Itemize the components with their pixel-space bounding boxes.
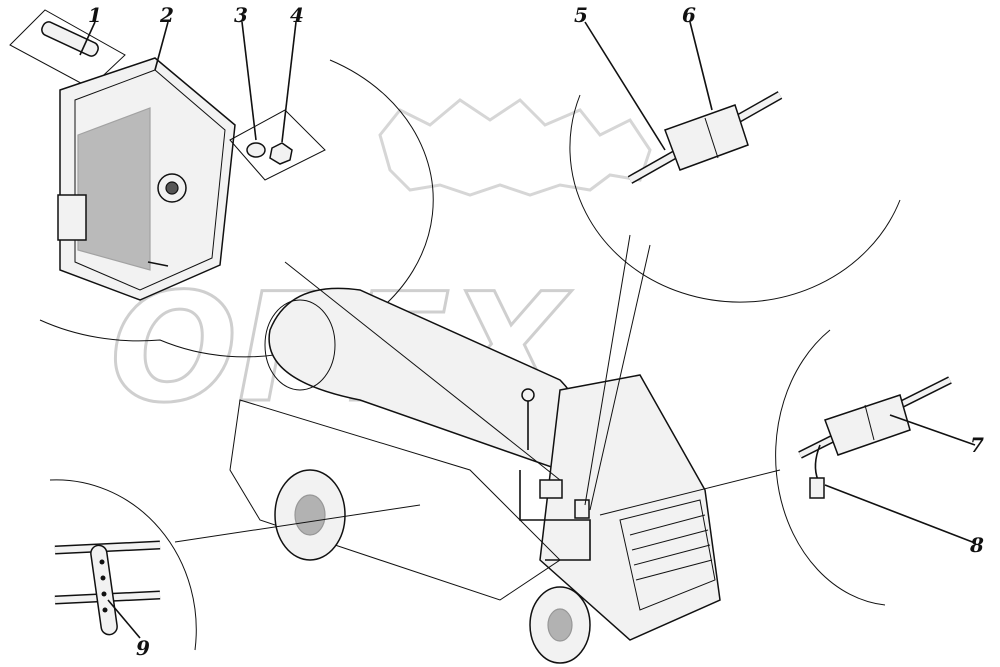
- callout-1: 1: [88, 3, 102, 27]
- callout-6: 6: [682, 3, 696, 27]
- detail-circle-bottom-left: [49, 479, 197, 651]
- callout-8: 8: [969, 533, 984, 557]
- detail-circle-top-right: [569, 94, 901, 303]
- truck-outline: [229, 287, 721, 664]
- callout-2: 2: [159, 3, 174, 27]
- connector-top-part: [627, 91, 783, 184]
- connector-right-part: [798, 376, 952, 499]
- cable-strap-part: [54, 540, 161, 636]
- callout-9: 9: [136, 636, 150, 660]
- callout-4: 4: [290, 3, 304, 27]
- leader-lines: [79, 21, 976, 639]
- callout-5: 5: [574, 3, 588, 27]
- detail-circle-right: [775, 329, 886, 606]
- callout-7: 7: [970, 433, 984, 457]
- callouts: 1 2 3 4 5 6 7 8 9: [88, 3, 984, 660]
- callout-3: 3: [234, 3, 248, 27]
- washer-nut-part: [229, 109, 326, 181]
- motor-box-part: [57, 57, 236, 301]
